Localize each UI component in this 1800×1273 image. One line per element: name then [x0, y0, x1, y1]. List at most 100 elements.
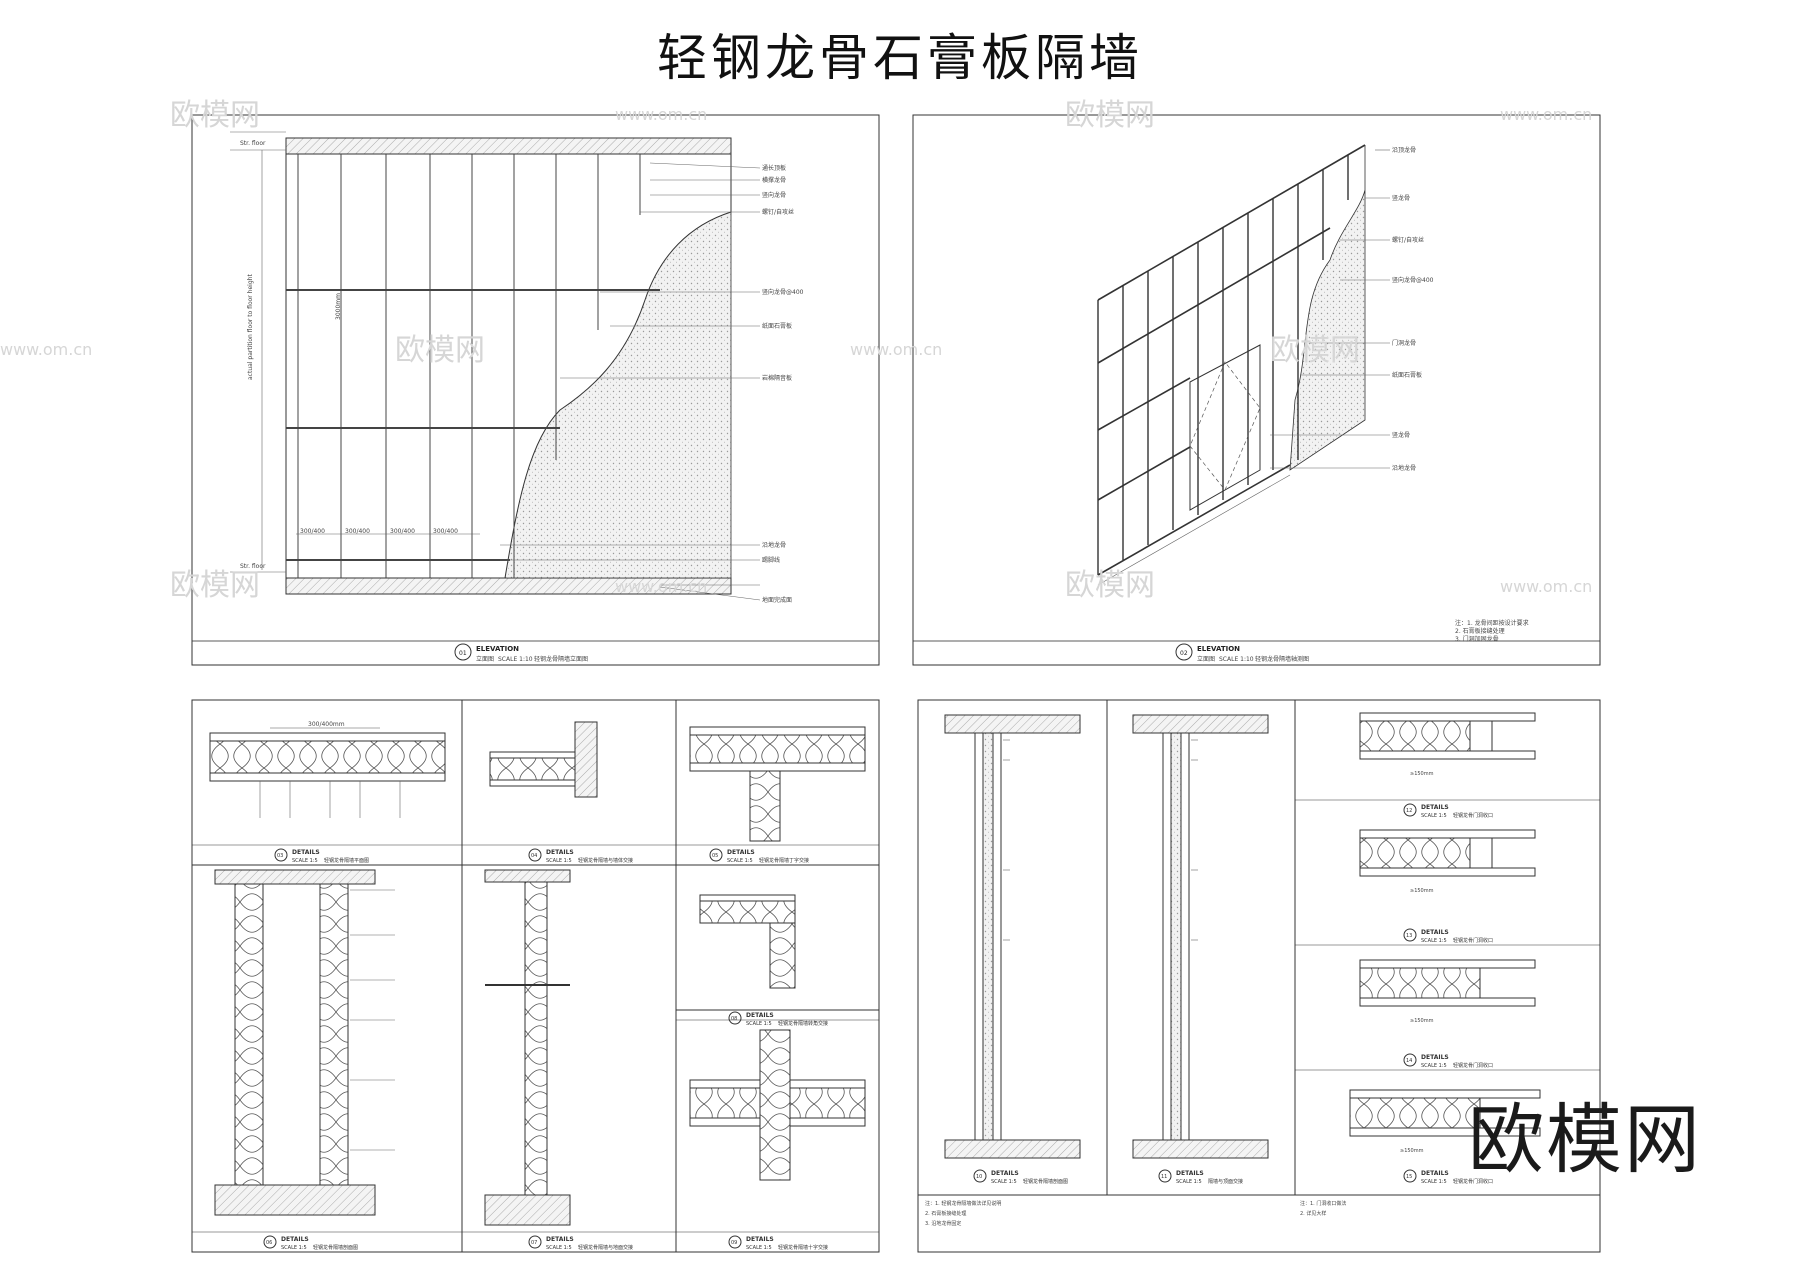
d13-opening-dim: ≥150mm — [1410, 888, 1434, 894]
d05-scale: SCALE 1:5 — [727, 858, 753, 864]
d08-desc: 轻钢龙骨隔墙转角交接 — [778, 1020, 828, 1027]
d05-desc: 轻钢龙骨隔墙丁字交接 — [759, 857, 809, 864]
d15-desc: 轻钢龙骨门洞收口 — [1453, 1178, 1493, 1185]
d14-opening-dim: ≥150mm — [1410, 1018, 1434, 1024]
svg-text:竖向龙骨@400: 竖向龙骨@400 — [1392, 276, 1434, 284]
svg-text:踢脚线: 踢脚线 — [762, 556, 780, 564]
details-sheet-left: 300/400mm — [191, 699, 880, 1253]
d06-heading: DETAILS — [281, 1236, 309, 1243]
svg-text:螺钉/自攻丝: 螺钉/自攻丝 — [1392, 236, 1424, 244]
d09-scale: SCALE 1:5 — [746, 1245, 772, 1251]
d07-scale: SCALE 1:5 — [546, 1245, 572, 1251]
stud-dim-1: 300/400 — [300, 528, 325, 535]
d09-desc: 轻钢龙骨隔墙十字交接 — [778, 1244, 828, 1251]
watermark-url-1: www.om.cn — [615, 105, 707, 124]
d03-number: 03 — [277, 853, 283, 859]
d11-scale: SCALE 1:5 — [1176, 1179, 1202, 1185]
d15-opening-dim: ≥150mm — [1400, 1148, 1424, 1154]
stud-dim-3: 300/400 — [390, 528, 415, 535]
svg-text:注：1. 轻钢龙骨隔墙做法详见说明: 注：1. 轻钢龙骨隔墙做法详见说明 — [925, 1200, 1001, 1207]
d06-scale: SCALE 1:5 — [281, 1245, 307, 1251]
watermark-url-2: www.om.cn — [1500, 105, 1592, 124]
svg-text:纸面石膏板: 纸面石膏板 — [762, 322, 792, 330]
watermark-url-5: www.om.cn — [615, 577, 707, 596]
label-01-heading: ELEVATION — [476, 645, 519, 653]
d14-number: 14 — [1406, 1058, 1412, 1064]
label-02-desc: 轻钢龙骨隔墙轴测图 — [1255, 655, 1309, 663]
watermark-url-3: www.om.cn — [0, 340, 92, 359]
d06-number: 06 — [266, 1240, 272, 1246]
d04-heading: DETAILS — [546, 849, 574, 856]
svg-text:岩棉隔音板: 岩棉隔音板 — [762, 374, 792, 382]
svg-text:3000mm: 3000mm — [335, 293, 342, 320]
d14-scale: SCALE 1:5 — [1421, 1063, 1447, 1069]
d11-desc: 隔墙与顶面交接 — [1208, 1178, 1243, 1185]
d15-scale: SCALE 1:5 — [1421, 1179, 1447, 1185]
label-02-heading: ELEVATION — [1197, 645, 1240, 653]
label-01-sub: 立面图 — [476, 655, 494, 663]
d09-heading: DETAILS — [746, 1236, 774, 1243]
watermark-logo-6: 欧模网 — [1065, 568, 1155, 603]
d10-number: 10 — [976, 1174, 982, 1180]
d13-number: 13 — [1406, 933, 1412, 939]
d12-number: 12 — [1406, 808, 1412, 814]
svg-text:注：1. 门洞收口做法: 注：1. 门洞收口做法 — [1300, 1200, 1346, 1207]
svg-text:螺钉/自攻丝: 螺钉/自攻丝 — [762, 208, 794, 216]
svg-text:竖向龙骨@400: 竖向龙骨@400 — [762, 288, 804, 296]
svg-text:沿地龙骨: 沿地龙骨 — [762, 541, 786, 549]
brand-logo: 欧模网 — [1468, 1095, 1702, 1184]
d13-desc: 轻钢龙骨门洞收口 — [1453, 937, 1493, 944]
d09-number: 09 — [731, 1240, 737, 1246]
d03-desc: 轻钢龙骨隔墙平面图 — [324, 857, 369, 864]
d07-number: 07 — [531, 1240, 537, 1246]
d12-desc: 轻钢龙骨门洞收口 — [1453, 812, 1493, 819]
d10-desc: 轻钢龙骨隔墙剖面图 — [1023, 1178, 1068, 1185]
svg-text:通长顶板: 通长顶板 — [762, 164, 786, 172]
d10-scale: SCALE 1:5 — [991, 1179, 1017, 1185]
d08-heading: DETAILS — [746, 1012, 774, 1019]
svg-text:地面完成面: 地面完成面 — [762, 596, 792, 604]
d12-scale: SCALE 1:5 — [1421, 813, 1447, 819]
d04-scale: SCALE 1:5 — [546, 858, 572, 864]
d04-number: 04 — [531, 853, 537, 859]
svg-text:门洞龙骨: 门洞龙骨 — [1392, 339, 1416, 347]
svg-text:沿地龙骨: 沿地龙骨 — [1392, 464, 1416, 472]
svg-text:沿顶龙骨: 沿顶龙骨 — [1392, 146, 1416, 154]
svg-text:2. 石膏板接缝处理: 2. 石膏板接缝处理 — [1455, 627, 1505, 635]
svg-text:3. 门洞加固龙骨: 3. 门洞加固龙骨 — [1455, 635, 1499, 643]
svg-text:2. 石膏板接缝处理: 2. 石膏板接缝处理 — [925, 1210, 966, 1217]
svg-text:横撑龙骨: 横撑龙骨 — [762, 176, 786, 184]
svg-text:3. 沿地龙骨固定: 3. 沿地龙骨固定 — [925, 1220, 961, 1227]
stud-dim-2: 300/400 — [345, 528, 370, 535]
watermark-logo-3: 欧模网 — [395, 333, 485, 368]
floor-level: Str. floor — [240, 563, 266, 570]
d05-heading: DETAILS — [727, 849, 755, 856]
label-01-scale: SCALE 1:10 — [498, 656, 533, 663]
svg-text:注：1. 龙骨间距按设计要求: 注：1. 龙骨间距按设计要求 — [1455, 619, 1529, 627]
d14-desc: 轻钢龙骨门洞收口 — [1453, 1062, 1493, 1069]
d12-heading: DETAILS — [1421, 804, 1449, 811]
d10-heading: DETAILS — [991, 1170, 1019, 1177]
elevation-02-panel: 沿顶龙骨 竖龙骨 螺钉/自攻丝 竖向龙骨@400 门洞龙骨 纸面石膏板 竖龙骨 … — [912, 114, 1601, 666]
label-01-desc: 轻钢龙骨隔墙立面图 — [534, 655, 588, 663]
svg-text:actual partition floor to floo: actual partition floor to floor height — [247, 274, 254, 380]
stud-dim-4: 300/400 — [433, 528, 458, 535]
d08-scale: SCALE 1:5 — [746, 1021, 772, 1027]
d14-heading: DETAILS — [1421, 1054, 1449, 1061]
details-sheet-right: ≥150mm ≥150mm ≥150mm ≥150mm 注：1. 轻钢龙骨隔墙做… — [917, 699, 1601, 1253]
label-02-sub: 立面图 — [1197, 655, 1215, 663]
d15-number: 15 — [1406, 1174, 1412, 1180]
d05-number: 05 — [712, 853, 718, 859]
d13-heading: DETAILS — [1421, 929, 1449, 936]
d12-opening-dim: ≥150mm — [1410, 771, 1434, 777]
d11-number: 11 — [1161, 1174, 1167, 1180]
d03-heading: DETAILS — [292, 849, 320, 856]
axo-studs — [1097, 155, 1349, 575]
d07-desc: 轻钢龙骨隔墙与地面交接 — [578, 1244, 633, 1251]
d04-desc: 轻钢龙骨隔墙与墙体交接 — [578, 857, 633, 864]
label-01-number: 01 — [459, 650, 467, 657]
svg-text:2. 详见大样: 2. 详见大样 — [1300, 1210, 1326, 1217]
d06-desc: 轻钢龙骨隔墙剖面图 — [313, 1244, 358, 1251]
page-title: 轻钢龙骨石膏板隔墙 — [657, 29, 1143, 87]
